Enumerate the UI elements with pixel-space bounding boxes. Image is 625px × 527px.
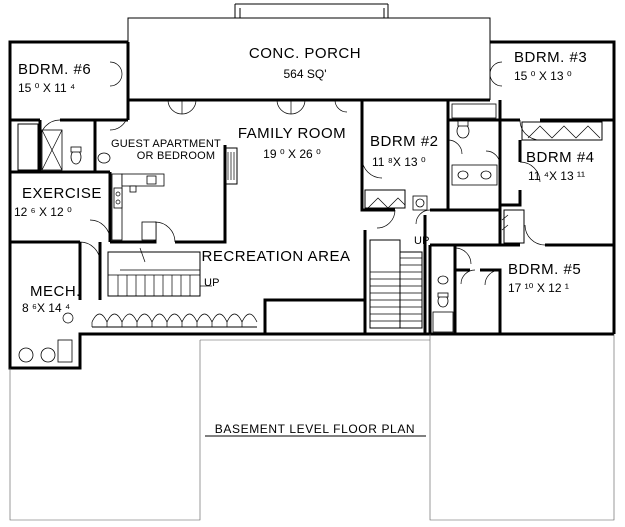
main-stair: UP (369, 235, 430, 329)
bdrm6-name: BDRM. #6 (18, 61, 91, 78)
closets (17, 123, 601, 231)
bdrm3-name: BDRM. #3 (514, 49, 587, 66)
recreation-stair-up-label: UP (204, 277, 220, 289)
bdrm4-name: BDRM #4 (526, 149, 595, 166)
bdrm5-dims: 17 ¹⁰ X 12 ¹ (508, 281, 569, 295)
mech-name: MECH. (30, 283, 81, 300)
bdrm2-closet-fixtures (412, 195, 431, 225)
storage-arches (91, 313, 258, 328)
bdrm2-dims: 11 ⁸X 13 ⁰ (372, 155, 426, 169)
guest-name: GUEST APARTMENT (111, 138, 221, 150)
mech-fixtures (18, 312, 74, 363)
exercise-name: EXERCISE (22, 185, 102, 202)
plan-title: BASEMENT LEVEL FLOOR PLAN (215, 422, 415, 436)
guest-bath-fixtures (39, 119, 111, 171)
shared-bath-fixtures (447, 103, 501, 186)
family-room-fixtures (224, 147, 238, 185)
interior-walls (10, 42, 614, 336)
room-labels: CONC. PORCH 564 SQ' BDRM. #6 15 ⁰ X 11 ⁴… (14, 45, 595, 315)
exercise-dims: 12 ⁶ X 12 ⁰ (14, 205, 72, 219)
foundation-lines (9, 334, 615, 521)
bdrm6-dims: 15 ⁰ X 11 ⁴ (18, 81, 75, 95)
porch-name: CONC. PORCH (249, 45, 361, 62)
mech-dims: 8 ⁶X 14 ⁴ (22, 301, 70, 315)
bdrm5-name: BDRM. #5 (508, 261, 581, 278)
family-dims: 19 ⁰ X 26 ⁰ (263, 147, 321, 161)
door-swings (79, 111, 546, 286)
exterior-walls (8, 40, 616, 370)
porch-doors (109, 61, 503, 115)
recreation-stair: UP (107, 247, 220, 297)
recreation-name: RECREATION AREA (202, 248, 351, 265)
guest-sub: OR BEDROOM (137, 150, 215, 162)
guest-kitchen-fixtures (89, 173, 176, 243)
porch-dims: 564 SQ' (284, 67, 327, 81)
plan-title-group: BASEMENT LEVEL FLOOR PLAN (205, 422, 426, 437)
bdrm3-dims: 15 ⁰ X 13 ⁰ (514, 69, 572, 83)
bdrm5-bath-fixtures (432, 247, 476, 333)
bdrm4-dims: 11 ⁴X 13 ¹¹ (528, 169, 585, 183)
bdrm2-name: BDRM #2 (370, 133, 439, 150)
main-stair-up-label: UP (414, 235, 430, 247)
family-name: FAMILY ROOM (238, 125, 346, 142)
